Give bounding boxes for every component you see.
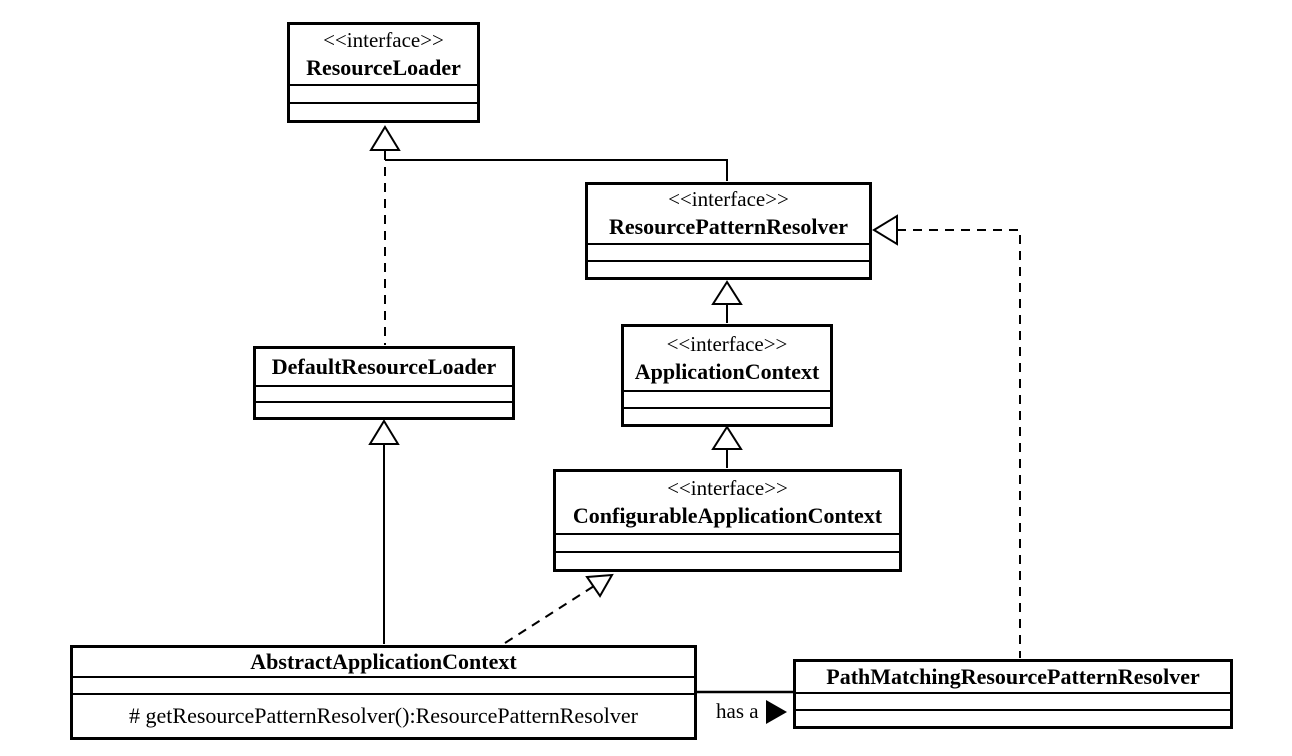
attributes-compartment: [73, 676, 694, 693]
filled-right-arrow-icon: [765, 699, 787, 724]
class-box-configurableapplicationcontext: <<interface>> ConfigurableApplicationCon…: [553, 469, 902, 572]
realization-triangle-icon: [872, 214, 898, 246]
generalization-triangle-icon: [369, 125, 401, 151]
class-box-pathmatchingresourcepatternresolver: PathMatchingResourcePatternResolver: [793, 659, 1233, 729]
methods-compartment: [588, 260, 869, 277]
class-header: PathMatchingResourcePatternResolver: [796, 662, 1230, 692]
class-box-abstractapplicationcontext: AbstractApplicationContext # getResource…: [70, 645, 697, 740]
attributes-compartment: [556, 533, 899, 551]
stereotype-label: <<interface>>: [667, 475, 788, 500]
class-name: AbstractApplicationContext: [250, 648, 517, 674]
edge-pathmatching-implements-resourcepatternresolver: [897, 229, 1021, 658]
methods-compartment: [256, 401, 512, 417]
edge-abstractapplicationcontext-implements-configurableapplicationcontext: [504, 585, 595, 644]
attributes-compartment: [256, 385, 512, 401]
association-label-has-a: has a: [716, 699, 787, 724]
attributes-compartment: [796, 692, 1230, 709]
class-box-resourcepatternresolver: <<interface>> ResourcePatternResolver: [585, 182, 872, 280]
class-box-resourceloader: <<interface>> ResourceLoader: [287, 22, 480, 123]
methods-compartment: [624, 407, 830, 424]
edge-resourcepatternresolver-extends-resourceloader: [385, 159, 728, 181]
class-name: ResourceLoader: [306, 54, 461, 80]
class-header: <<interface>> ConfigurableApplicationCon…: [556, 472, 899, 533]
class-header: AbstractApplicationContext: [73, 648, 694, 676]
attributes-compartment: [588, 243, 869, 260]
class-name: ConfigurableApplicationContext: [572, 502, 883, 528]
generalization-triangle-icon: [368, 419, 400, 445]
methods-compartment: [290, 102, 477, 120]
methods-compartment: [556, 551, 899, 569]
class-header: <<interface>> ResourceLoader: [290, 25, 477, 84]
class-header: <<interface>> ApplicationContext: [624, 327, 830, 390]
class-box-applicationcontext: <<interface>> ApplicationContext: [621, 324, 833, 427]
class-header: DefaultResourceLoader: [256, 349, 512, 385]
stereotype-label: <<interface>>: [323, 27, 444, 52]
class-name: ApplicationContext: [634, 358, 820, 384]
class-header: <<interface>> ResourcePatternResolver: [588, 185, 869, 243]
class-name: PathMatchingResourcePatternResolver: [826, 663, 1200, 689]
class-name: ResourcePatternResolver: [608, 214, 849, 240]
methods-compartment: # getResourcePatternResolver():ResourceP…: [73, 693, 694, 737]
attributes-compartment: [290, 84, 477, 102]
stereotype-label: <<interface>>: [668, 187, 789, 212]
realization-triangle-icon: [585, 573, 614, 598]
attributes-compartment: [624, 390, 830, 407]
methods-compartment: [796, 709, 1230, 726]
class-box-defaultresourceloader: DefaultResourceLoader: [253, 346, 515, 420]
stereotype-label: <<interface>>: [666, 331, 788, 356]
generalization-triangle-icon: [711, 425, 743, 450]
generalization-triangle-icon: [711, 280, 743, 305]
method-signature: # getResourcePatternResolver():ResourceP…: [129, 703, 638, 728]
has-a-label: has a: [716, 699, 759, 723]
class-name: DefaultResourceLoader: [271, 353, 497, 379]
